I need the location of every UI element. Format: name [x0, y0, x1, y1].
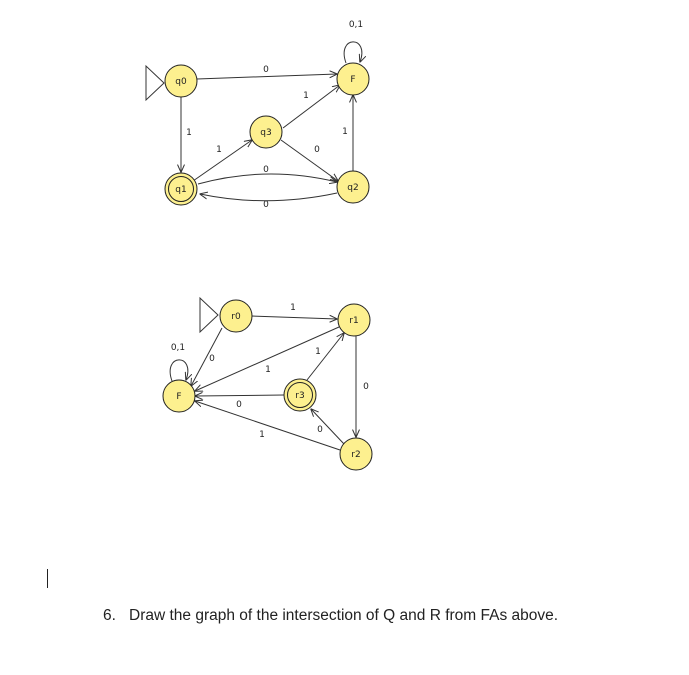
- edge-label-F-F-r: 0,1: [171, 343, 185, 353]
- automaton-r: 1 0 1 0 1 0 0 1 0,1 r0 r1 F r3 r2: [162, 296, 373, 471]
- state-q3: q3: [249, 115, 283, 149]
- state-label-q2: q2: [347, 183, 358, 193]
- state-r0: r0: [219, 299, 253, 333]
- start-marker-q0: [145, 64, 165, 102]
- state-label-r2: r2: [351, 450, 360, 460]
- edge-label-r3-r1: 1: [315, 347, 321, 357]
- question-body: Draw the graph of the intersection of Q …: [129, 607, 559, 624]
- edge-label-q0-F: 0: [263, 65, 269, 75]
- edge-label-q2-F: 1: [342, 127, 348, 137]
- question-number: 6.: [103, 607, 116, 624]
- edge-F-F-loop: [343, 41, 362, 63]
- edge-label-q3-F: 1: [303, 91, 309, 101]
- state-q1: q1: [164, 172, 198, 206]
- edge-r3-F: [195, 395, 285, 396]
- automaton-q: 0 1 1 1 0 0 0 1 0,1 q0 F q3 q1 q2: [145, 20, 370, 210]
- edge-r0-F: [191, 327, 223, 386]
- edge-r2-r3: [311, 409, 345, 445]
- edge-r2-F: [195, 401, 341, 451]
- state-r2: r2: [339, 437, 373, 471]
- state-r1: r1: [337, 303, 371, 337]
- state-label-r0: r0: [231, 312, 241, 322]
- state-F-r: F: [162, 379, 196, 413]
- edge-label-r2-F: 1: [259, 430, 265, 440]
- edge-r1-F: [195, 326, 340, 391]
- start-marker-r0: [199, 296, 219, 334]
- edge-q2-q1: [200, 193, 338, 202]
- edge-F-F-loop-r: [169, 359, 188, 381]
- edge-q0-F: [196, 74, 337, 80]
- text-cursor: [47, 569, 48, 588]
- state-label-r1: r1: [349, 316, 358, 326]
- state-q0: q0: [164, 64, 198, 98]
- edge-q1-q2: [197, 173, 337, 185]
- edge-label-r0-r1: 1: [290, 303, 296, 313]
- edge-r3-r1: [306, 333, 344, 381]
- edge-q3-q2: [280, 139, 338, 181]
- state-r3: r3: [283, 378, 317, 412]
- state-q2: q2: [336, 170, 370, 204]
- state-label-F-q: F: [350, 75, 355, 85]
- state-label-q1: q1: [175, 185, 186, 195]
- question-text: 6. Draw the graph of the intersection of …: [103, 607, 558, 625]
- edge-label-r1-r2: 0: [363, 382, 369, 392]
- edge-label-F-F: 0,1: [349, 20, 363, 30]
- state-label-q0: q0: [175, 77, 187, 87]
- state-F-q: F: [336, 62, 370, 96]
- fa-diagrams: 0 1 1 1 0 0 0 1 0,1 q0 F q3 q1 q2: [145, 20, 373, 471]
- edge-q3-F: [282, 85, 340, 129]
- edge-q1-q3: [192, 140, 252, 182]
- edge-label-r3-F: 0: [236, 400, 242, 410]
- state-label-F-r: F: [176, 392, 181, 402]
- edge-label-q2-q1: 0: [263, 200, 269, 210]
- edge-label-q1-q2: 0: [263, 165, 269, 175]
- edge-label-r1-F: 1: [265, 365, 271, 375]
- edge-label-q1-q3: 1: [216, 145, 222, 155]
- edge-label-q3-q2: 0: [314, 145, 320, 155]
- edge-label-r2-r3: 0: [317, 425, 323, 435]
- edge-r0-r1: [250, 316, 337, 319]
- state-label-r3: r3: [295, 391, 304, 401]
- state-label-q3: q3: [260, 128, 271, 138]
- edge-label-r0-F: 0: [209, 354, 215, 364]
- edge-label-q0-q1: 1: [186, 128, 192, 138]
